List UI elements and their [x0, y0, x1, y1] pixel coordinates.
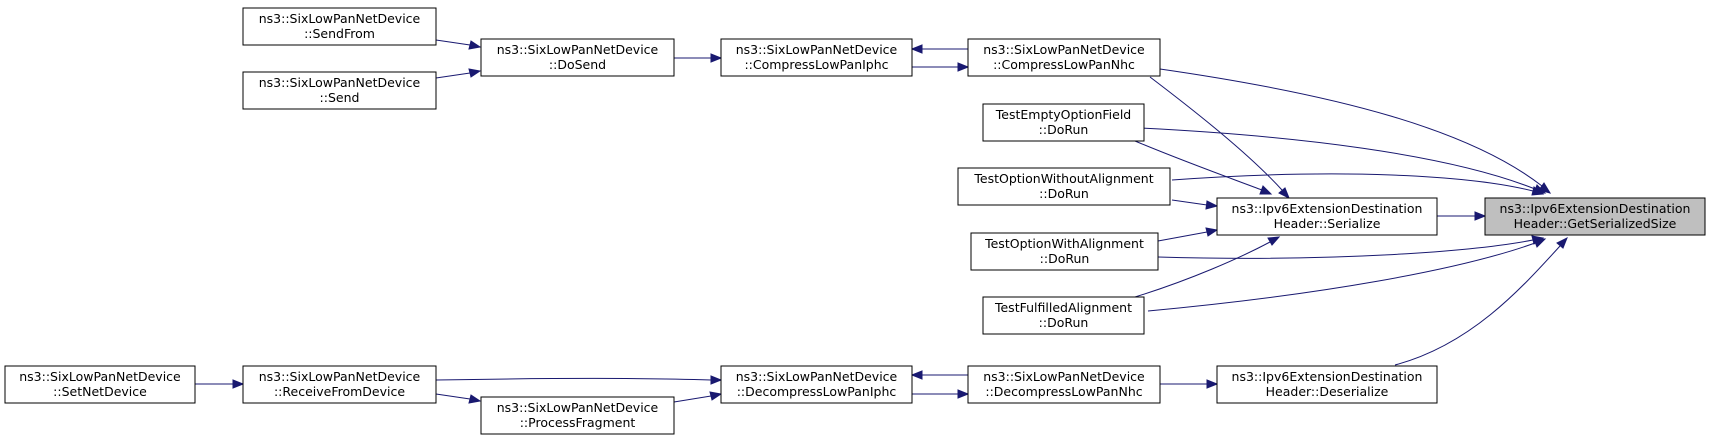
node-getserializedsize[interactable]: ns3::Ipv6ExtensionDestination Header::Ge… — [1484, 197, 1706, 236]
node-testwithout-line2: ::DoRun — [1039, 186, 1089, 201]
node-serialize-line2: Header::Serialize — [1274, 216, 1381, 231]
edge-testfulfilled-to-getsize — [1147, 238, 1547, 312]
edge-compressiphc-to-compressnhc — [912, 62, 970, 72]
edge-decompressnhc-to-deserialize — [1160, 379, 1219, 389]
edge-dosend-to-compressiphc — [674, 53, 723, 63]
node-testfulfilled-line2: ::DoRun — [1039, 315, 1089, 330]
edge-deserialize-to-getsize — [1394, 236, 1568, 366]
node-testfulfilled-line1: TestFulfilledAlignment — [994, 300, 1132, 315]
edge-receivefrom-to-decompressiphc — [435, 375, 723, 385]
edge-testempty-to-serialize — [1134, 140, 1273, 195]
node-dosend-line1: ns3::SixLowPanNetDevice — [497, 42, 659, 57]
node-send[interactable]: ns3::SixLowPanNetDevice ::Send — [242, 71, 437, 110]
node-dosend[interactable]: ns3::SixLowPanNetDevice ::DoSend — [480, 38, 675, 77]
node-decompressnhc[interactable]: ns3::SixLowPanNetDevice ::DecompressLowP… — [967, 365, 1161, 404]
node-deserialize[interactable]: ns3::Ipv6ExtensionDestination Header::De… — [1216, 365, 1438, 404]
node-setnetdevice-line1: ns3::SixLowPanNetDevice — [19, 369, 181, 384]
node-decompressiphc[interactable]: ns3::SixLowPanNetDevice ::DecompressLowP… — [720, 365, 913, 404]
node-receivefrom-line2: ::ReceiveFromDevice — [274, 384, 405, 399]
node-send-line1: ns3::SixLowPanNetDevice — [259, 75, 421, 90]
node-serialize[interactable]: ns3::Ipv6ExtensionDestination Header::Se… — [1216, 197, 1438, 236]
node-receivefrom[interactable]: ns3::SixLowPanNetDevice ::ReceiveFromDev… — [242, 365, 437, 404]
node-setnetdevice-line2: ::SetNetDevice — [53, 384, 147, 399]
node-receivefrom-line1: ns3::SixLowPanNetDevice — [259, 369, 421, 384]
node-testempty-line1: TestEmptyOptionField — [995, 107, 1132, 122]
edge-sendfrom-to-dosend — [435, 39, 482, 50]
node-getserializedsize-line2: Header::GetSerializedSize — [1514, 216, 1677, 231]
edge-decompressnhc-to-decompressiphc — [910, 370, 968, 380]
node-decompressiphc-line1: ns3::SixLowPanNetDevice — [736, 369, 898, 384]
edge-compressnhc-to-serialize — [1149, 76, 1290, 200]
node-compressiphc-line2: ::CompressLowPanIphc — [744, 57, 888, 72]
node-send-line2: ::Send — [320, 90, 360, 105]
node-processfragment[interactable]: ns3::SixLowPanNetDevice ::ProcessFragmen… — [480, 396, 675, 435]
node-serialize-line1: ns3::Ipv6ExtensionDestination — [1232, 201, 1423, 216]
node-decompressnhc-line2: ::DecompressLowPanNhc — [985, 384, 1142, 399]
node-compressnhc[interactable]: ns3::SixLowPanNetDevice ::CompressLowPan… — [967, 38, 1161, 77]
node-testempty[interactable]: TestEmptyOptionField ::DoRun — [982, 103, 1145, 142]
node-deserialize-line2: Header::Deserialize — [1266, 384, 1389, 399]
node-sendfrom-line1: ns3::SixLowPanNetDevice — [259, 11, 421, 26]
edge-testwith-to-getsize — [1157, 235, 1545, 259]
edge-testwith-to-serialize — [1157, 227, 1219, 242]
node-testwith-line1: TestOptionWithAlignment — [984, 236, 1144, 251]
edge-send-to-dosend — [435, 68, 482, 79]
node-testwith[interactable]: TestOptionWithAlignment ::DoRun — [970, 232, 1159, 271]
node-getserializedsize-line1: ns3::Ipv6ExtensionDestination — [1500, 201, 1691, 216]
nodes: ns3::SixLowPanNetDevice ::SendFrom ns3::… — [4, 7, 1706, 435]
edge-testwithout-to-serialize — [1171, 199, 1219, 210]
node-processfragment-line2: ::ProcessFragment — [520, 415, 636, 430]
node-dosend-line2: ::DoSend — [549, 57, 606, 72]
edge-testfulfilled-to-serialize — [1134, 236, 1281, 298]
node-deserialize-line1: ns3::Ipv6ExtensionDestination — [1232, 369, 1423, 384]
node-compressnhc-line2: ::CompressLowPanNhc — [993, 57, 1135, 72]
node-processfragment-line1: ns3::SixLowPanNetDevice — [497, 400, 659, 415]
node-setnetdevice[interactable]: ns3::SixLowPanNetDevice ::SetNetDevice — [4, 365, 196, 404]
node-compressiphc-line1: ns3::SixLowPanNetDevice — [736, 42, 898, 57]
edge-receivefrom-to-processfragment — [435, 393, 482, 404]
node-decompressnhc-line1: ns3::SixLowPanNetDevice — [983, 369, 1145, 384]
edge-processfragment-to-decompressiphc — [673, 391, 723, 403]
node-testfulfilled[interactable]: TestFulfilledAlignment ::DoRun — [982, 296, 1145, 335]
edge-decompressiphc-to-decompressnhc — [912, 389, 970, 399]
edge-compressnhc-to-compressiphc — [910, 44, 968, 54]
node-sendfrom-line2: ::SendFrom — [304, 26, 375, 41]
edge-serialize-to-getsize — [1437, 211, 1487, 221]
node-testempty-line2: ::DoRun — [1039, 122, 1089, 137]
node-sendfrom[interactable]: ns3::SixLowPanNetDevice ::SendFrom — [242, 7, 437, 46]
node-testwithout[interactable]: TestOptionWithoutAlignment ::DoRun — [957, 167, 1171, 206]
edge-testwithout-to-getsize — [1171, 173, 1545, 196]
node-compressiphc[interactable]: ns3::SixLowPanNetDevice ::CompressLowPan… — [720, 38, 913, 77]
node-decompressiphc-line2: ::DecompressLowPanIphc — [737, 384, 897, 399]
node-testwith-line2: ::DoRun — [1040, 251, 1090, 266]
node-compressnhc-line1: ns3::SixLowPanNetDevice — [983, 42, 1145, 57]
edge-setnetdevice-to-receivefrom — [195, 379, 245, 389]
edges — [195, 39, 1568, 404]
node-testwithout-line1: TestOptionWithoutAlignment — [973, 171, 1153, 186]
